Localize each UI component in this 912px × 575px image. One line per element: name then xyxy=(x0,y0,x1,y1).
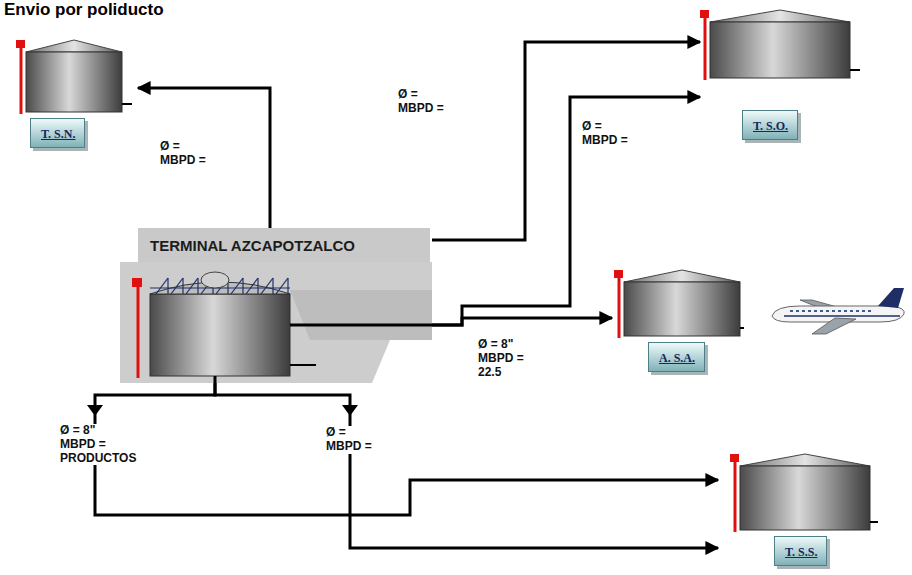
roof-truss-part xyxy=(156,278,168,294)
tank-drawing-part xyxy=(122,103,132,105)
tank-name: T. S.N. xyxy=(41,127,75,141)
pipe-spec-text: Ø = MBPD = xyxy=(398,88,452,116)
storage-tank: A. S.A. xyxy=(612,266,744,376)
storage-tank: T. S.O. xyxy=(700,6,872,146)
tank-drawing-part xyxy=(740,454,870,466)
pipe-spec-text: Ø = MBPD = xyxy=(160,140,214,168)
tank-drawing-part xyxy=(710,10,850,22)
tank-tag: T. S.O. xyxy=(742,110,798,140)
tank-drawing-part xyxy=(730,454,739,462)
terminal-drawing-part xyxy=(201,272,229,288)
roof-truss-part xyxy=(272,278,273,294)
roof-truss-part xyxy=(287,278,288,294)
terminal-band: TERMINAL AZCAPOTZALCO xyxy=(138,228,430,262)
pipeline-connector xyxy=(432,42,700,240)
pipeline-connector xyxy=(432,318,612,325)
pipeline-connector xyxy=(215,383,718,548)
tank-drawing-part xyxy=(850,69,860,71)
terminal-drawing-part xyxy=(214,376,217,383)
tank-drawing-part xyxy=(26,52,122,112)
pipe-spec-label: Ø = 8" MBPD = PRODUCTOS xyxy=(60,424,126,465)
tank-drawing-part xyxy=(26,40,122,52)
pipe-spec-text: Ø = 8" MBPD = PRODUCTOS xyxy=(60,424,126,465)
tank-drawing-part xyxy=(734,456,737,532)
title-text: Envio por poliducto xyxy=(4,0,164,19)
pipe-spec-text: Ø = MBPD = xyxy=(326,426,380,454)
tank-drawing-part xyxy=(16,40,25,48)
terminal-name: TERMINAL AZCAPOTZALCO xyxy=(150,237,355,254)
tank-drawing-part xyxy=(740,466,870,530)
roof-truss-part xyxy=(276,278,288,294)
roof-truss-part xyxy=(167,278,168,294)
pipe-spec-label: Ø = MBPD = xyxy=(160,140,214,168)
tank-drawing-part xyxy=(624,282,740,336)
roof-truss-part xyxy=(246,278,258,294)
terminal-drawing-part xyxy=(132,278,142,287)
tank-tag: A. S.A. xyxy=(648,342,705,372)
pipe-spec-text: Ø = MBPD = xyxy=(582,120,636,148)
roof-truss-part xyxy=(257,278,258,294)
pipe-spec-label: Ø = MBPD = xyxy=(582,120,636,148)
tank-drawing-part xyxy=(740,327,744,329)
pipe-spec-label: Ø = MBPD = xyxy=(398,88,452,116)
pipeline-connector xyxy=(138,88,270,228)
roof-truss-part xyxy=(197,278,198,294)
terminal-drawing-part xyxy=(290,324,432,327)
tank-name: A. S.A. xyxy=(659,351,695,365)
roof-truss-part xyxy=(261,278,273,294)
tank-drawing-part xyxy=(870,521,878,523)
tank-drawing-part xyxy=(624,270,740,282)
tank-drawing xyxy=(730,454,878,532)
pipe-spec-text: Ø = 8" MBPD = 22.5 xyxy=(478,338,544,379)
tank-tag: T. S.N. xyxy=(30,118,85,148)
pipe-spec-label: Ø = MBPD = xyxy=(326,426,380,454)
tank-drawing-part xyxy=(704,12,707,80)
tank-drawing-part xyxy=(614,270,623,278)
terminal-drawing xyxy=(120,262,432,383)
roof-truss-part xyxy=(242,278,243,294)
tank-name: T. S.O. xyxy=(753,119,788,133)
roof-truss-part xyxy=(231,278,243,294)
tank-drawing-part xyxy=(618,272,621,338)
tank-drawing-part xyxy=(710,22,850,78)
airplane-icon-part xyxy=(878,288,904,308)
terminal-drawing-part xyxy=(137,280,140,378)
pipeline-connector xyxy=(95,383,718,515)
roof-truss-part xyxy=(171,278,183,294)
roof-truss-part xyxy=(186,278,198,294)
tank-tag: T. S.S. xyxy=(774,536,827,566)
tank-drawing xyxy=(700,10,860,80)
airplane-icon-part xyxy=(790,310,872,312)
airplane-icon-part xyxy=(812,318,856,334)
terminal-drawing-part xyxy=(290,364,316,366)
terminal-drawing-part xyxy=(290,290,432,340)
terminal-drawing-part xyxy=(150,294,290,376)
tank-drawing xyxy=(614,270,744,338)
pipe-spec-label: Ø = 8" MBPD = 22.5 xyxy=(478,338,544,379)
tank-drawing-part xyxy=(700,10,709,18)
storage-tank: T. S.N. xyxy=(12,36,138,156)
terminal-drawing-part xyxy=(120,262,432,383)
tank-drawing xyxy=(16,40,132,114)
tank-drawing-part xyxy=(20,42,23,114)
diagram-title: Envio por poliducto xyxy=(4,0,164,20)
roof-truss-part xyxy=(182,278,183,294)
terminal-block: TERMINAL AZCAPOTZALCO xyxy=(120,228,432,383)
airplane-icon xyxy=(772,288,904,334)
airplane-icon-part xyxy=(784,315,900,317)
storage-tank: T. S.S. xyxy=(718,450,878,570)
tank-name: T. S.S. xyxy=(785,545,817,559)
